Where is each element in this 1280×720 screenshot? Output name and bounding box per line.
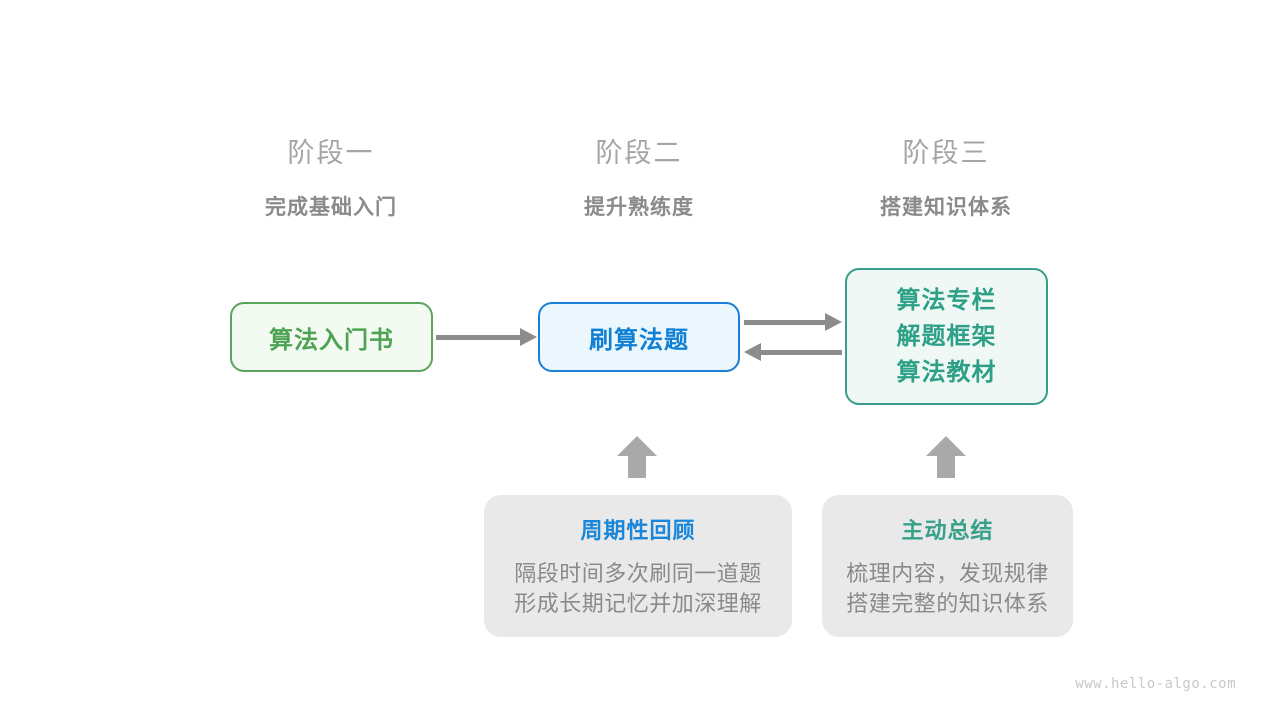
note-body-line: 形成长期记忆并加深理解 — [514, 591, 762, 616]
node-intro-book-label: 算法入门书 — [269, 326, 394, 354]
note-body-line: 梳理内容，发现规律 — [846, 561, 1049, 586]
node-intro-book: 算法入门书 — [230, 302, 433, 372]
arrow-resources-to-practice-icon — [744, 343, 842, 362]
arrow-shaft — [759, 350, 842, 355]
arrow-head-left-icon — [744, 343, 761, 361]
stage-2-header: 阶段二 提升熟练度 — [529, 131, 749, 221]
note-periodic-review-body: 隔段时间多次刷同一道题 形成长期记忆并加深理解 — [484, 559, 792, 619]
note-periodic-review: 周期性回顾 隔段时间多次刷同一道题 形成长期记忆并加深理解 — [484, 495, 792, 637]
stage-2-subtitle: 提升熟练度 — [584, 196, 694, 219]
stage-3-subtitle: 搭建知识体系 — [880, 196, 1012, 219]
node-resources-line-2: 解题框架 — [896, 322, 997, 350]
note-active-summary-body: 梳理内容，发现规律 搭建完整的知识体系 — [822, 559, 1073, 619]
node-resources-line-1: 算法专栏 — [896, 286, 997, 314]
arrow-shaft — [436, 335, 522, 340]
arrow-shaft — [744, 320, 827, 325]
note-body-line: 隔段时间多次刷同一道题 — [514, 561, 762, 586]
up-arrow-head-icon — [617, 436, 657, 456]
up-arrow-summary-icon — [926, 436, 966, 478]
stage-1-subtitle: 完成基础入门 — [265, 196, 397, 219]
note-active-summary-title: 主动总结 — [901, 518, 994, 543]
arrow-intro-to-practice-icon — [436, 328, 537, 347]
arrow-head-right-icon — [825, 313, 842, 331]
stage-1-header: 阶段一 完成基础入门 — [221, 131, 441, 221]
up-arrow-stem — [628, 456, 646, 478]
up-arrow-head-icon — [926, 436, 966, 456]
watermark-url: www.hello-algo.com — [1075, 676, 1236, 692]
node-resources-line-3: 算法教材 — [896, 358, 997, 386]
note-active-summary: 主动总结 梳理内容，发现规律 搭建完整的知识体系 — [822, 495, 1073, 637]
node-practice: 刷算法题 — [538, 302, 740, 372]
note-body-line: 搭建完整的知识体系 — [846, 591, 1049, 616]
node-practice-label: 刷算法题 — [589, 326, 689, 354]
arrow-practice-to-resources-icon — [744, 313, 842, 332]
arrow-head-right-icon — [520, 328, 537, 346]
stage-3-header: 阶段三 搭建知识体系 — [836, 131, 1056, 221]
stage-2-label: 阶段二 — [595, 138, 683, 168]
stage-3-label: 阶段三 — [902, 138, 990, 168]
note-periodic-review-title: 周期性回顾 — [580, 518, 696, 543]
up-arrow-review-icon — [617, 436, 657, 478]
node-resources: 算法专栏 解题框架 算法教材 — [845, 268, 1048, 405]
up-arrow-stem — [937, 456, 955, 478]
stage-1-label: 阶段一 — [287, 138, 375, 168]
